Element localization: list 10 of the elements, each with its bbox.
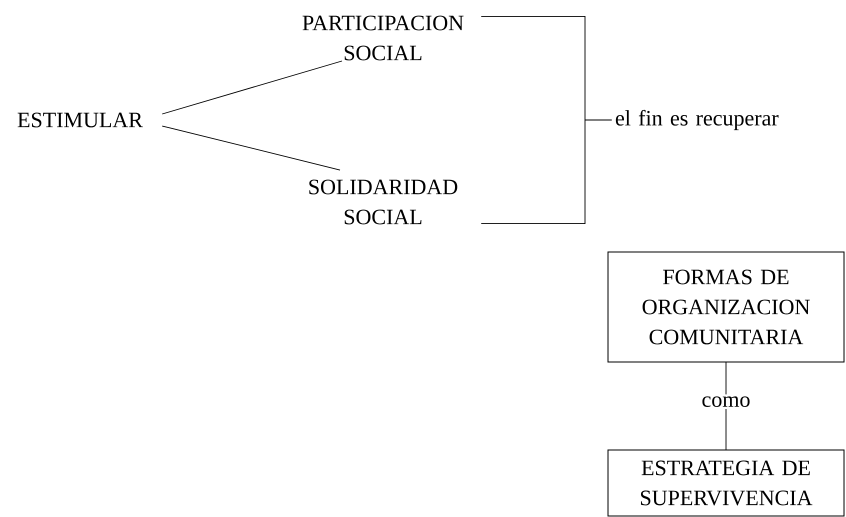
edge-label: como (700, 394, 752, 409)
bracket (480, 16, 612, 224)
term-text: SOLIDARIDAD SOCIAL (309, 180, 458, 224)
term-text: PARTICIPACION SOCIAL (302, 16, 464, 60)
branch-line (162, 126, 340, 170)
branch-line (162, 60, 342, 114)
annotation-text: el fin es recuperar (616, 110, 778, 130)
text-box: ESTRATEGIA DE SUPERVIVENCIA (608, 450, 844, 516)
term-text: ESTIMULAR (18, 112, 143, 128)
text-box: FORMAS DE ORGANIZACION COMUNITARIA (608, 252, 844, 362)
